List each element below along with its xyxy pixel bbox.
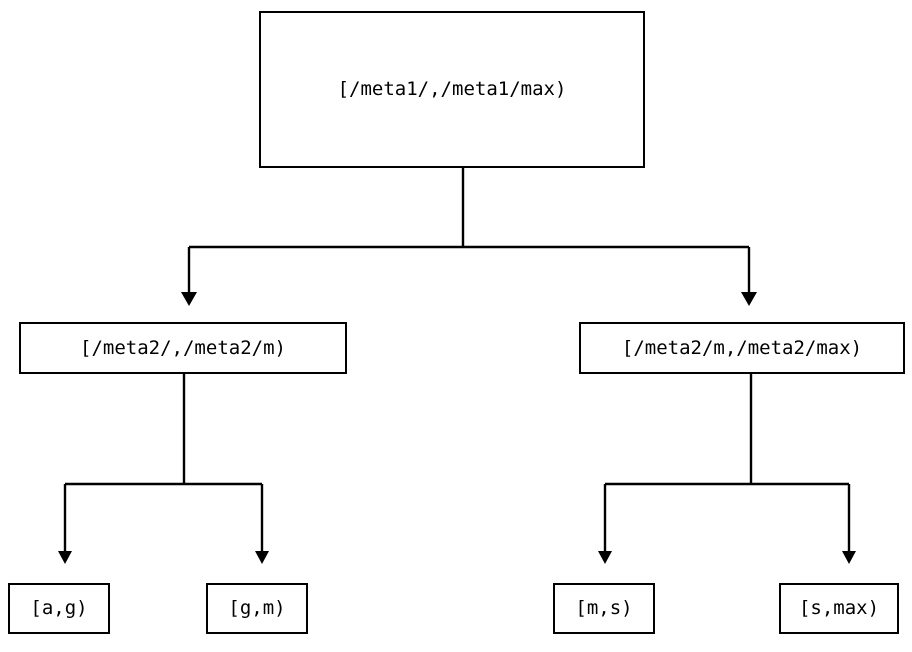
arrowhead-meta2-right-to-leaf-ms [598, 551, 612, 564]
node-root-label: [/meta1/,/meta1/max) [337, 78, 567, 100]
node-leaf-ms-label: [m,s) [575, 597, 633, 619]
arrowhead-meta2-left-to-leaf-gm [255, 551, 269, 564]
node-leaf-ms[interactable]: [m,s) [553, 583, 655, 634]
arrowhead-meta2-right-to-leaf-smax [842, 551, 856, 564]
node-meta2-right[interactable]: [/meta2/m,/meta2/max) [579, 322, 905, 374]
arrowhead-root-to-meta2-left [181, 292, 197, 306]
node-leaf-smax[interactable]: [s,max) [779, 583, 899, 634]
node-leaf-smax-label: [s,max) [798, 597, 880, 619]
node-meta2-right-label: [/meta2/m,/meta2/max) [621, 336, 863, 359]
node-leaf-ag[interactable]: [a,g) [8, 583, 110, 634]
arrowhead-meta2-left-to-leaf-ag [58, 551, 72, 564]
node-leaf-gm-label: [g,m) [228, 597, 286, 619]
node-root[interactable]: [/meta1/,/meta1/max) [259, 11, 645, 168]
node-leaf-ag-label: [a,g) [30, 597, 88, 619]
node-meta2-left[interactable]: [/meta2/,/meta2/m) [19, 322, 347, 374]
node-meta2-left-label: [/meta2/,/meta2/m) [80, 336, 286, 359]
node-leaf-gm[interactable]: [g,m) [206, 583, 308, 634]
arrowhead-root-to-meta2-right [741, 292, 757, 306]
